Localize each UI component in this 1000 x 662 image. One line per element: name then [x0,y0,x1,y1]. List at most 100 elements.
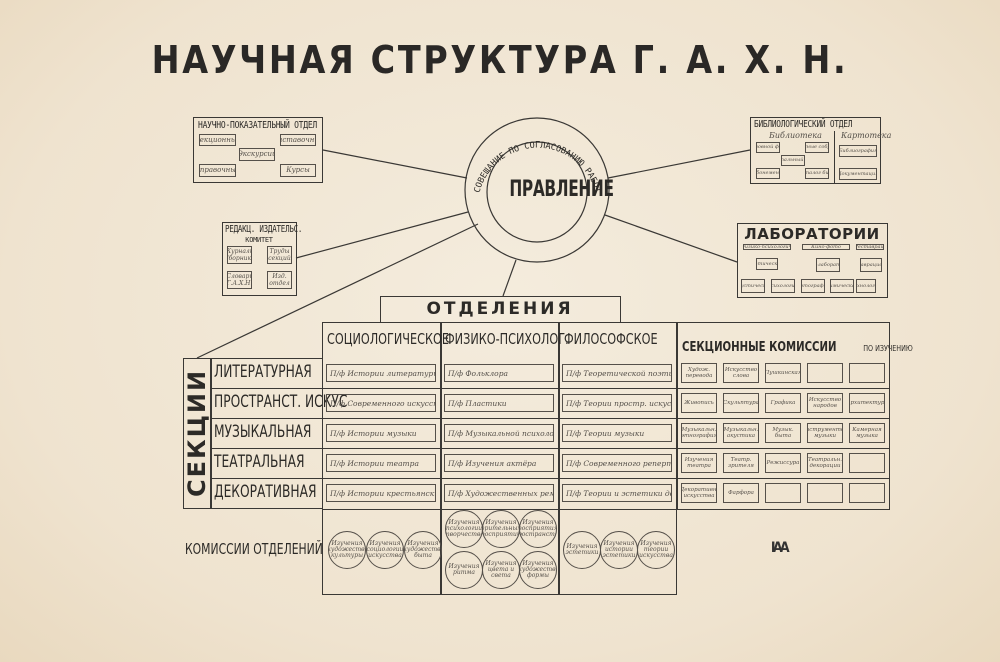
section-commission-box: Пушкинская [765,363,801,383]
department-title: ЛАБОРАТОРИИ [744,225,880,243]
unit-box: Экскурсии [239,148,275,161]
outer-ring [464,117,610,263]
department-title: РЕДАКЦ. ИЗДАТЕЛЬС. [225,224,303,235]
unit-box: Курсы [280,164,316,177]
unit-box: Книжные собрания [805,142,829,153]
divider [210,358,212,509]
subsection-box: П/ф Истории литературы [326,364,436,382]
unit-box: Химическая [830,279,854,293]
subsection-box: П/ф Музыкальной психологии [444,424,554,442]
unit-box: Выставочный [280,134,316,146]
section-label: ТЕАТРАЛЬНАЯ [214,452,305,472]
column-header-philosophical: ФИЛОСОФСКОЕ [564,330,658,348]
sections-block [183,358,323,509]
department-commission-circle: Изучения эстетики [563,531,601,569]
department-commission-circle: Изучения художеств. формы [519,551,557,589]
department-commissions-label-wrap: КОМИССИИ ОТДЕЛЕНИЙ [185,539,376,558]
section-commission-box: Театральн. декорации [807,453,843,473]
column-divider [558,322,560,594]
section-commission-box: Театр. зрителя [723,453,759,473]
department-commissions-area [322,508,677,595]
column-divider [676,322,678,510]
section-commissions-suffix: ПО ИЗУЧЕНИЮ [863,344,913,353]
section-commission-box: Живопись [681,393,717,413]
laboratories: ЛАБОРАТОРИИ Физико-психологич. Кино-фото… [737,223,888,298]
section-commission-box: Архитектура [849,393,885,413]
subsection-box: П/ф Художественных ремёсел [444,484,554,502]
connector-sections [196,223,479,359]
unit-box: Фотография [801,279,825,293]
unit-box: Акустическая [741,279,765,293]
board-text: ПРАВЛЕНИЕ [509,177,614,202]
row-divider [210,478,890,480]
unit-box: Журналы Сборники [227,246,252,264]
unit-box: Реставрационная [860,258,882,272]
row-divider [210,448,890,450]
subsection-box: П/ф Пластики [444,394,554,412]
section-commission-box: Искусство слова [723,363,759,383]
department-commissions-label: КОМИССИИ ОТДЕЛЕНИЙ [185,540,323,558]
unit-box: Труды секций [267,246,292,264]
subsection-box: П/ф Современного искусства [326,394,436,412]
card-index-label: Картотека [841,131,892,140]
section-commission-box: Изучения театра [681,453,717,473]
section-commission-box [849,483,885,503]
column-divider [440,322,442,594]
section-commission-box: Музыкальн. этнография [681,423,717,443]
section-commission-box [807,483,843,503]
section-commission-box: Музыкальн. акустика [723,423,759,443]
subsection-box: П/ф Истории крестьянских искусств [326,484,436,502]
unit-box: Технология [856,279,876,293]
department-subtitle: КОМИТЕТ [245,236,273,244]
column-header-physpsych: ФИЗИКО-ПСИХОЛОГ. [445,330,569,348]
unit-box: Кино-лаборатория [816,258,840,272]
section-commission-box [849,363,885,383]
connector-biblio [607,149,751,179]
unit-box: Лекционный [199,134,236,146]
department-title: БИБЛИОЛОГИЧЕСКИЙ ОТДЕЛ [754,119,853,130]
subsection-box: П/ф Теоретической поэтики [562,364,672,382]
section-label: ДЕКОРАТИВНАЯ [214,482,317,502]
department-commission-circle: Изучения цвета и света [482,551,520,589]
section-label: МУЗЫКАЛЬНАЯ [214,422,312,442]
department-commission-circle: Изучения ритма [445,551,483,589]
department-commission-circle: Изучения художеств. культуры [328,531,366,569]
subsection-box: П/ф Теории простр. искусств [562,394,672,412]
section-commission-box [807,363,843,383]
section-commission-box: Музык. быта [765,423,801,443]
departments-header: ОТДЕЛЕНИЯ [380,296,621,323]
row-divider [210,388,890,390]
connector-labs [604,214,738,263]
unit-box: Справочный [199,164,236,177]
page-title: НАУЧНАЯ СТРУКТУРА Г. А. Х. Н. [151,38,849,82]
section-commission-box: Инструментов. музыки [807,423,843,443]
section-commission-box: Графика [765,393,801,413]
connector-departments [502,259,517,297]
department-commission-circle: Изучения зрительных восприятий [482,510,520,548]
department-commission-circle: Изучения психологии творчества [445,510,483,548]
subsection-box: П/ф Фольклора [444,364,554,382]
department-commission-circle: Изучения теории искусства [637,531,675,569]
unit-box: Изд. отдел [267,271,292,289]
subsection-box: П/ф Современного репертуара [562,454,672,472]
section-commission-box [765,483,801,503]
department-commission-circle: Изучения восприятия пространства [519,510,557,548]
unit-box: Абонемент [756,168,780,179]
section-commissions-title: СЕКЦИОННЫЕ КОМИССИИ [682,340,837,355]
subsection-box: П/ф Теории музыки [562,424,672,442]
section-commission-box: Камерная музыка [849,423,885,443]
library-label: Библиотека [769,131,822,140]
section-commission-box: Фарфора [723,483,759,503]
unit-box: Каталог библ. [805,168,829,179]
connector-nauchno [322,149,468,179]
section-label: ПРОСТРАНСТ. ИСКУС [214,392,348,412]
section-commission-box: Декоративн. искусства [681,483,717,503]
lab-group: Кино-фото [802,244,850,250]
department-commission-circle: Изучения истории эстетики [600,531,638,569]
section-commission-box: Худож. перевода [681,363,717,383]
departments-label: ОТДЕЛЕНИЯ [426,299,574,319]
lab-group: Реставрац. [856,244,884,250]
unit-box: Словарь Г.А.Х.Н. [227,271,252,289]
subsection-box: П/ф Истории театра [326,454,436,472]
nauchno-pokazatelny-department: НАУЧНО-ПОКАЗАТЕЛЬНЫЙ ОТДЕЛ Лекционный Вы… [193,117,323,183]
